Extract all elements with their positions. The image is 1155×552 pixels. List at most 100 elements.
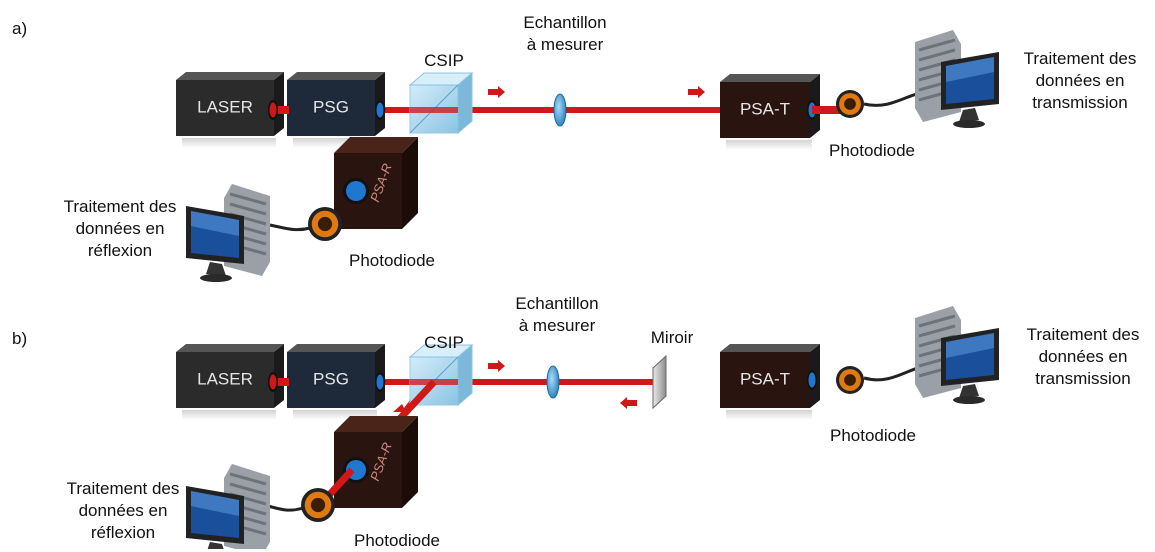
panel-b-sample-label: Echantillon à mesurer: [515, 294, 599, 335]
b-computer-t-vent: [918, 314, 956, 328]
a-psa-t-shadow: [726, 140, 812, 150]
a-computer-r-stand: [206, 262, 226, 276]
panel-a-photodiode-r-label: Photodiode: [348, 251, 436, 270]
b-photodiode-t: [836, 366, 864, 394]
b-psg: [287, 344, 385, 420]
a-psg-shadow: [293, 138, 377, 148]
b-photodiode-t-core: [844, 374, 856, 386]
panel-a-sample-label: Echantillon à mesurer: [523, 13, 607, 54]
a-computer-t: [915, 30, 999, 128]
a-psa-r: [334, 137, 418, 229]
a-psa-r-side: [402, 137, 418, 229]
a-arrow-1: [488, 86, 505, 98]
panel-a-transmission-label: Traitement des données en transmission: [1023, 49, 1137, 112]
a-cable-r: [269, 223, 311, 232]
a-laser-text: LASER: [197, 97, 253, 116]
a-computer-r-base: [200, 274, 232, 282]
b-psa-t-port: [808, 372, 816, 388]
panel-a-photodiode-t-label: Photodiode: [828, 141, 916, 160]
b-laser: [176, 344, 284, 420]
b-computer-r-glare: [191, 491, 239, 516]
b-computer-r: [186, 464, 270, 549]
b-laser-side: [274, 344, 284, 408]
a-photodiode-t: [836, 90, 864, 118]
b-laser-text: LASER: [197, 369, 253, 388]
b-photodiode-r: [301, 488, 335, 522]
b-beam-1: [272, 378, 289, 386]
a-computer-r-vent: [229, 192, 267, 206]
a-beam-3: [812, 106, 842, 114]
b-photodiode-r-core: [310, 497, 326, 513]
a-psa-t-text: PSA-T: [740, 99, 790, 118]
b-laser-shadow: [182, 410, 276, 420]
a-beam-2: [375, 107, 720, 113]
b-computer-r-stand: [207, 542, 224, 549]
b-laser-top: [176, 344, 284, 352]
b-laser-port: [269, 374, 277, 390]
a-computer-r: [186, 184, 270, 282]
b-arrow-1: [488, 360, 505, 372]
b-psa-t-top: [720, 344, 820, 352]
a-computer-t-base: [953, 120, 985, 128]
b-computer-t-glare: [946, 333, 994, 358]
panel-b-photodiode-r-label: Photodiode: [353, 531, 441, 550]
b-computer-t-base: [953, 396, 985, 404]
panel-a-tag: a): [12, 19, 28, 38]
panel-b-reflection-label: Traitement des données en réflexion: [66, 479, 180, 542]
a-computer-t-vent: [918, 38, 956, 52]
b-psa-r-side: [402, 416, 418, 508]
b-psg-shadow: [293, 410, 377, 420]
panel-b-csip-label: CSIP: [424, 333, 464, 352]
b-cable-r: [267, 504, 304, 512]
b-psg-text: PSG: [313, 369, 349, 388]
a-photodiode-t-core: [844, 98, 856, 110]
a-laser-port: [269, 102, 277, 118]
a-psa-r-top: [334, 137, 418, 153]
a-laser: [176, 72, 284, 148]
panel-b-transmission-label: Traitement des données en transmission: [1026, 325, 1140, 388]
b-psa-t-face: [720, 352, 810, 408]
b-psa-t-shadow: [726, 410, 812, 420]
panel-b-photodiode-t-label: Photodiode: [829, 426, 917, 445]
b-beam-2: [375, 379, 653, 385]
b-computer-t-stand: [959, 384, 979, 398]
b-laser-face: [176, 352, 274, 408]
a-csip-beam: [410, 107, 458, 113]
a-psa-t-top: [720, 74, 820, 82]
b-computer-r-vent: [229, 482, 267, 496]
a-computer-r-vent: [229, 202, 267, 216]
b-computer-t: [915, 306, 999, 404]
b-psg-port: [376, 374, 384, 390]
a-laser-face: [176, 80, 274, 136]
b-psg-top: [287, 344, 385, 352]
panel-a-csip-label: CSIP: [424, 51, 464, 70]
a-psg-face: [287, 80, 375, 136]
a-photodiode-r: [308, 207, 342, 241]
panel-b-mirror-label: Miroir: [650, 328, 694, 347]
a-computer-t-vent: [918, 48, 956, 62]
a-computer-t-stand: [959, 108, 979, 122]
b-psg-face: [287, 352, 375, 408]
b-computer-r-vent: [229, 472, 267, 486]
a-psg-text: PSG: [313, 97, 349, 116]
a-computer-r-glare: [191, 211, 239, 236]
a-arrow-2: [688, 86, 705, 98]
b-psa-r: [334, 416, 418, 508]
b-mirror: [652, 354, 667, 410]
b-psa-t-text: PSA-T: [740, 369, 790, 388]
a-photodiode-r-core: [317, 216, 333, 232]
a-laser-top: [176, 72, 284, 80]
panel-b-tag: b): [12, 329, 28, 348]
a-psa-t-face: [720, 82, 810, 138]
a-laser-side: [274, 72, 284, 136]
a-psa-r-port: [346, 181, 366, 201]
a-beam-1: [272, 106, 289, 114]
b-arrow-2: [620, 397, 637, 409]
a-psg: [287, 72, 385, 148]
b-arrow-3: [393, 400, 410, 414]
b-psa-r-top: [334, 416, 418, 432]
b-computer-t-vent: [918, 324, 956, 338]
panel-a-reflection-label: Traitement des données en réflexion: [63, 197, 177, 260]
